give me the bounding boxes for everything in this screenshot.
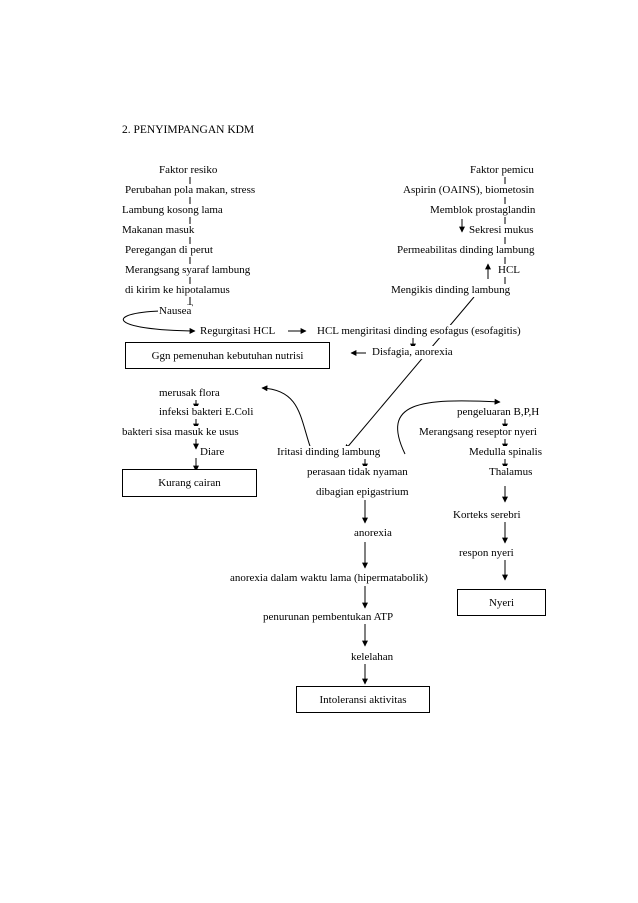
risk-factor-header: Faktor resiko	[158, 164, 219, 177]
node-atp-decrease: penurunan pembentukan ATP	[262, 611, 395, 624]
diagnosis-box-nutrition: Ggn pemenuhan kebutuhan nutrisi	[125, 342, 330, 369]
node-spinal-medulla: Medulla spinalis	[468, 446, 544, 459]
node-nerve-stimulation: Merangsang syaraf lambung	[124, 264, 252, 277]
node-flora-damage: merusak flora	[158, 387, 221, 400]
node-empty-stomach: Lambung kosong lama	[121, 204, 224, 217]
node-diet-change: Perubahan pola makan, stress	[124, 184, 257, 197]
node-cerebral-cortex: Korteks serebri	[452, 509, 522, 522]
node-ecoli-infection: infeksi bakteri E.Coli	[158, 406, 255, 419]
section-title: 2. PENYIMPANGAN KDM	[122, 124, 255, 136]
node-wall-permeability: Permeabilitas dinding lambung	[396, 244, 536, 257]
diagnosis-box-fluid: Kurang cairan	[122, 469, 257, 497]
node-diarrhea: Diare	[199, 446, 226, 459]
node-fatigue: kelelahan	[350, 651, 395, 664]
node-pain-receptor: Merangsang reseptor nyeri	[418, 426, 538, 439]
node-nausea: Nausea	[158, 305, 193, 318]
node-aspirin: Aspirin (OAINS), biometosin	[402, 184, 536, 197]
diagnosis-box-pain: Nyeri	[457, 589, 546, 616]
trigger-factor-header: Faktor pemicu	[469, 164, 535, 177]
node-discomfort: perasaan tidak nyaman	[306, 466, 409, 479]
diagnosis-box-activity: Intoleransi aktivitas	[296, 686, 430, 713]
node-thalamus: Thalamus	[488, 466, 534, 479]
node-regurgitation: Regurgitasi HCL	[199, 325, 277, 338]
node-pain-response: respon nyeri	[458, 547, 515, 560]
node-mucus-secretion: Sekresi mukus	[468, 224, 535, 237]
node-gastric-irritation: Iritasi dinding lambung	[276, 446, 382, 459]
node-bacteria-intestine: bakteri sisa masuk ke usus	[121, 426, 240, 439]
node-esophagitis: HCL mengiritasi dinding esofagus (esofag…	[316, 325, 522, 338]
node-stomach-stretch: Peregangan di perut	[124, 244, 214, 257]
node-bph-release: pengeluaran B,P,H	[456, 406, 541, 419]
node-hypothalamus: di kirim ke hipotalamus	[124, 284, 231, 297]
node-hcl: HCL	[497, 264, 521, 277]
node-food-intake: Makanan masuk	[121, 224, 196, 237]
node-wall-erosion: Mengikis dinding lambung	[390, 284, 512, 297]
node-epigastrium: dibagian epigastrium	[315, 486, 410, 499]
node-dysphagia: Disfagia, anorexia	[371, 346, 454, 359]
node-anorexia: anorexia	[353, 527, 393, 540]
node-prolonged-anorexia: anorexia dalam waktu lama (hipermataboli…	[229, 572, 429, 585]
node-prostaglandin: Memblok prostaglandin	[429, 204, 537, 217]
